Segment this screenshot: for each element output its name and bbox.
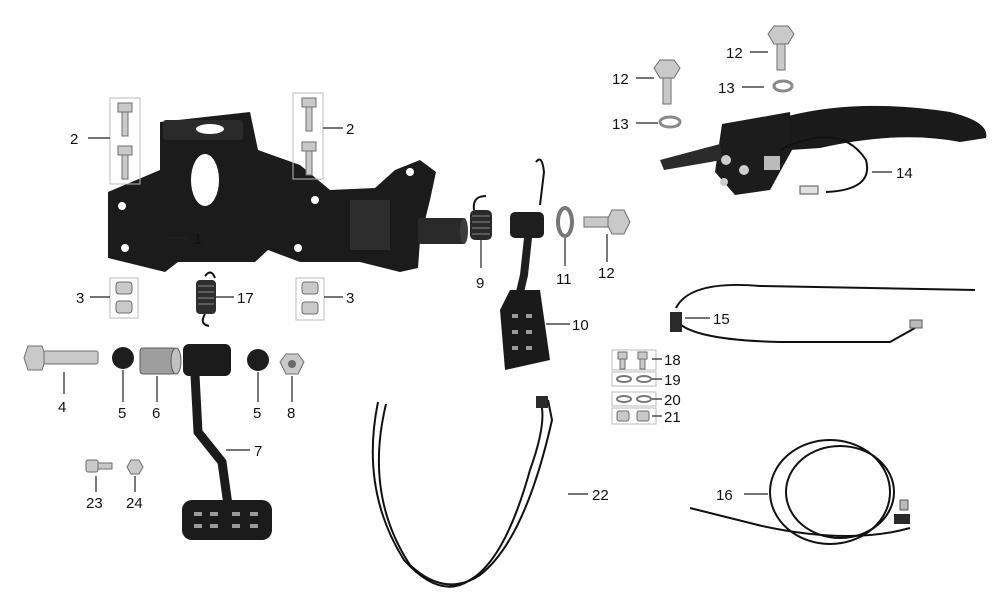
part-bracket-plate bbox=[108, 112, 468, 272]
part-nuts-3-left bbox=[109, 277, 139, 319]
part-pivot-bolt-4 bbox=[23, 345, 99, 371]
callout-19: 19 bbox=[664, 372, 681, 389]
callout-24: 24 bbox=[126, 495, 143, 512]
callout-18: 18 bbox=[664, 352, 681, 369]
callout-17: 17 bbox=[237, 290, 254, 307]
part-fasteners-18-21 bbox=[611, 349, 657, 425]
part-bushing-5-left bbox=[112, 347, 134, 369]
callout-7: 7 bbox=[254, 443, 262, 460]
part-washer-13-left bbox=[658, 115, 682, 129]
callout-11: 11 bbox=[556, 271, 572, 288]
part-cable-15 bbox=[670, 283, 976, 343]
part-bolt-12-upper-left bbox=[653, 59, 681, 105]
callout-8: 8 bbox=[287, 405, 295, 422]
callout-21: 21 bbox=[664, 409, 681, 426]
part-bolts-2-left bbox=[109, 97, 141, 185]
callout-labels: 1 2 2 3 3 4 5 6 5 8 7 17 9 10 11 12 12 1… bbox=[58, 45, 913, 512]
part-nut-24 bbox=[126, 459, 144, 475]
part-nut-8 bbox=[279, 353, 305, 375]
leader-lines bbox=[63, 51, 892, 495]
part-bushing-5-right bbox=[247, 349, 269, 371]
callout-16: 16 bbox=[716, 487, 733, 504]
part-sleeve-6 bbox=[139, 347, 182, 375]
callout-13-right: 13 bbox=[718, 80, 735, 97]
part-torsion-spring-9 bbox=[470, 195, 492, 240]
part-bolt-12-mid bbox=[583, 209, 631, 235]
part-hand-brake-lever-14 bbox=[660, 105, 987, 195]
callout-9: 9 bbox=[476, 275, 484, 292]
part-washer-11 bbox=[556, 206, 574, 238]
part-bolts-2-right bbox=[292, 92, 324, 180]
callout-2-right: 2 bbox=[346, 121, 354, 138]
part-cable-16 bbox=[689, 439, 911, 545]
part-nuts-3-right bbox=[295, 277, 325, 321]
callout-12-upper-left: 12 bbox=[612, 71, 629, 88]
callout-10: 10 bbox=[572, 317, 589, 334]
callout-23: 23 bbox=[86, 495, 103, 512]
callout-22: 22 bbox=[592, 487, 609, 504]
callout-2-left: 2 bbox=[70, 131, 78, 148]
callout-13-left: 13 bbox=[612, 116, 629, 133]
part-cable-22 bbox=[371, 396, 554, 588]
part-spring-17 bbox=[196, 271, 216, 327]
callout-5-left: 5 bbox=[118, 405, 126, 422]
callout-14: 14 bbox=[896, 165, 913, 182]
part-foot-pedal-7 bbox=[182, 344, 272, 540]
callout-15: 15 bbox=[713, 311, 730, 328]
part-washer-13-right bbox=[772, 79, 794, 93]
part-bolt-12-upper-right bbox=[767, 25, 795, 71]
callout-12-mid: 12 bbox=[598, 265, 615, 282]
part-brake-pedal-10 bbox=[500, 158, 550, 370]
callout-12-upper-right: 12 bbox=[726, 45, 743, 62]
callout-4: 4 bbox=[58, 399, 66, 416]
callout-20: 20 bbox=[664, 392, 681, 409]
callout-1: 1 bbox=[194, 231, 202, 248]
part-bolt-23 bbox=[85, 459, 113, 473]
callout-5-right: 5 bbox=[253, 405, 261, 422]
callout-3-right: 3 bbox=[346, 290, 354, 307]
callout-6: 6 bbox=[152, 405, 160, 422]
callout-3-left: 3 bbox=[76, 290, 84, 307]
